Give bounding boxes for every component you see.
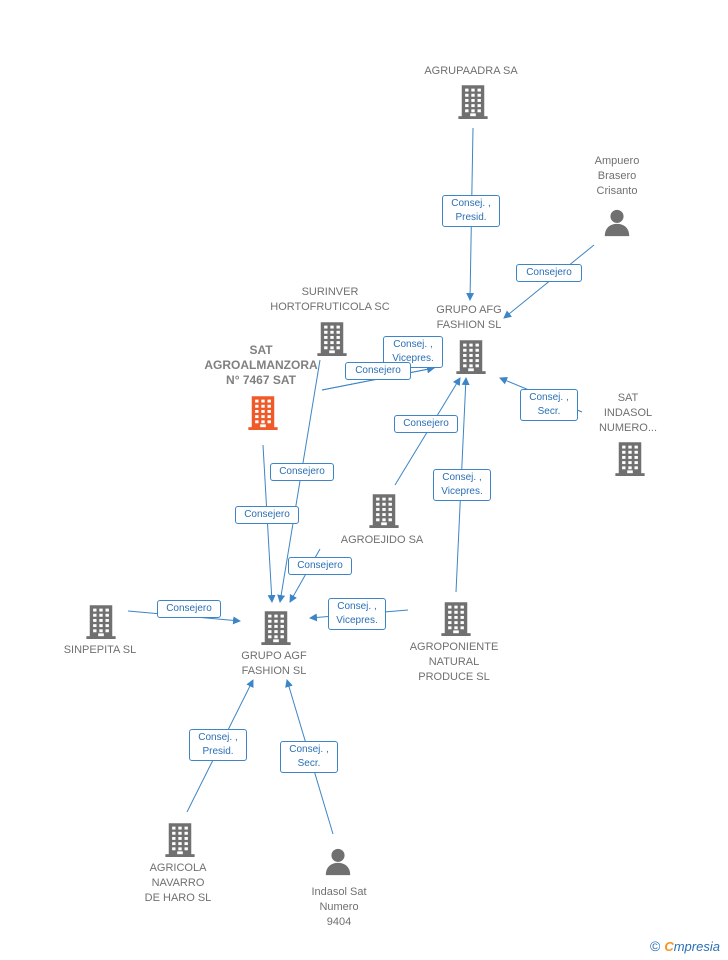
copyright-icon: © [650, 938, 661, 954]
person-icon[interactable] [602, 207, 632, 242]
relation-label[interactable]: Consej. , Presid. [189, 729, 247, 761]
building-icon[interactable] [438, 600, 474, 641]
relation-label[interactable]: Consejero [394, 415, 458, 433]
building-icon[interactable] [314, 320, 350, 361]
node-label-indasolsat[interactable]: Indasol Sat Numero 9404 [311, 886, 367, 928]
main-company-building-icon[interactable] [245, 394, 281, 435]
relation-label[interactable]: Consej. , Vicepres. [433, 469, 491, 501]
relation-edge [277, 359, 321, 603]
node-label-ampuero[interactable]: Ampuero Brasero Crisanto [594, 155, 640, 197]
node-label-grupoafg2[interactable]: GRUPO AGF FASHION SL [241, 650, 307, 677]
relation-label[interactable]: Consejero [516, 264, 582, 282]
relation-label[interactable]: Consej. , Vicepres. [328, 598, 386, 630]
building-icon[interactable] [455, 83, 491, 124]
node-label-agroponiente[interactable]: AGROPONIENTE NATURAL PRODUCE SL [409, 641, 499, 683]
node-label-sinpepita[interactable]: SINPEPITA SL [63, 644, 137, 656]
node-label-agricola[interactable]: AGRICOLA NAVARRO DE HARO SL [144, 862, 212, 904]
relation-label[interactable]: Consejero [270, 463, 334, 481]
relation-label[interactable]: Consej. , Secr. [280, 741, 338, 773]
node-label-grupoafg1[interactable]: GRUPO AFG FASHION SL [436, 304, 502, 331]
brand-name: mpresia [673, 939, 720, 954]
building-icon[interactable] [258, 609, 294, 650]
node-label-agroejido[interactable]: AGROEJIDO SA [340, 534, 424, 546]
building-icon[interactable] [612, 440, 648, 481]
node-label-satagro[interactable]: SAT AGROALMANZORA N° 7467 SAT [204, 343, 318, 387]
person-icon[interactable] [323, 846, 353, 881]
building-icon[interactable] [162, 821, 198, 862]
relation-label[interactable]: Consejero [235, 506, 299, 524]
node-label-agrupaadra[interactable]: AGRUPAADRA SA [424, 65, 518, 77]
relation-label[interactable]: Consej. , Secr. [520, 389, 578, 421]
relation-label[interactable]: Consej. , Presid. [442, 195, 500, 227]
building-icon[interactable] [453, 338, 489, 379]
relation-label[interactable]: Consejero [288, 557, 352, 575]
building-icon[interactable] [366, 492, 402, 533]
building-icon[interactable] [83, 603, 119, 644]
brand-initial: C [664, 939, 674, 954]
node-label-surinver[interactable]: SURINVER HORTOFRUTICOLA SC [270, 286, 390, 313]
relation-label[interactable]: Consejero [157, 600, 221, 618]
empresia-logo[interactable]: ©Cmpresia [650, 938, 720, 954]
relation-label[interactable]: Consejero [345, 362, 411, 380]
node-label-satindasol[interactable]: SAT INDASOL NUMERO... [598, 392, 658, 434]
